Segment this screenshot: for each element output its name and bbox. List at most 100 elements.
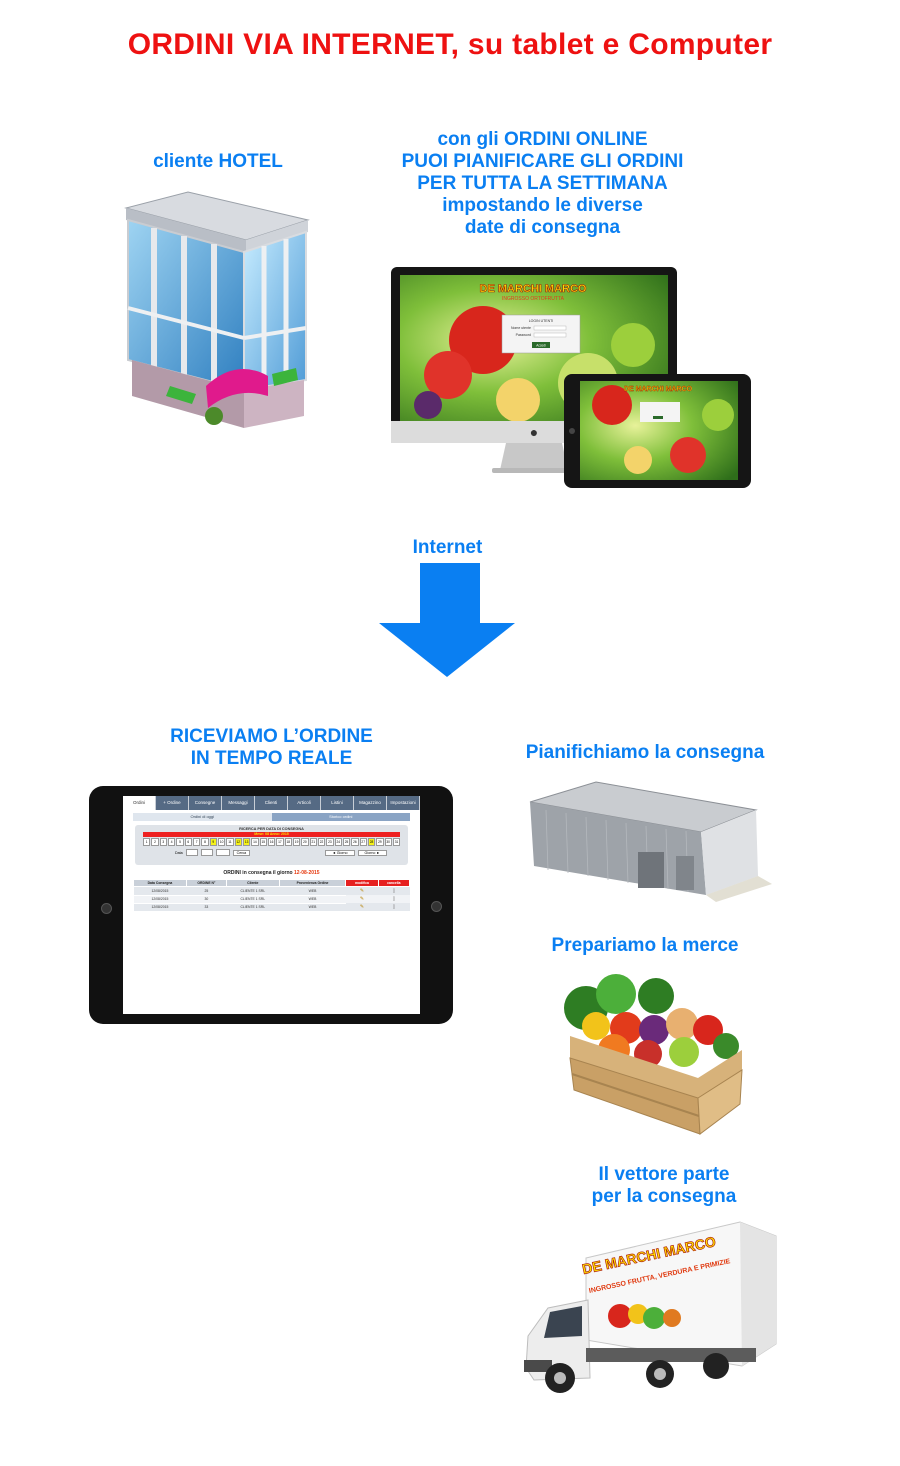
delivery-truck-image: DE MARCHI MARCO INGROSSO FRUTTA, VERDURA… [524, 1221, 777, 1393]
hotel-label: cliente HOTEL [153, 151, 283, 172]
app-tab-3[interactable]: Messaggi [222, 796, 255, 810]
app-subtab-bar: Ordini di oggi Storico ordini [133, 813, 410, 821]
day-cell[interactable]: 12 [234, 838, 242, 846]
date-label: Data [175, 850, 183, 855]
delete-trash-icon[interactable]: ▯ [392, 904, 396, 910]
table-cell: 30 [186, 895, 227, 904]
delete-trash-icon[interactable]: ▯ [392, 896, 396, 902]
page-title: ORDINI VIA INTERNET, su tablet e Compute… [127, 28, 773, 61]
carrier-text-line-1: Il vettore parte [598, 1164, 730, 1185]
column-header: ORDINE N° [185, 879, 227, 887]
day-cell[interactable]: 3 [159, 838, 167, 846]
day-cell[interactable]: 14 [251, 838, 259, 846]
day-cell[interactable]: 6 [184, 838, 192, 846]
day-cell[interactable]: 25 [342, 838, 351, 846]
day-cell[interactable]: 23 [326, 838, 334, 846]
receive-text-line-1: RICEVIAMO L’ORDINE [170, 726, 373, 747]
day-select[interactable] [185, 849, 198, 856]
app-tab-8[interactable]: Impostazioni [387, 796, 420, 810]
month-select[interactable] [200, 849, 213, 856]
edit-pencil-icon[interactable]: ✎ [359, 904, 365, 910]
table-cell: 25 [186, 886, 227, 896]
day-cell[interactable]: 17 [276, 838, 284, 846]
day-cell[interactable]: 20 [301, 838, 309, 846]
app-tab-5[interactable]: Articoli [288, 796, 321, 810]
prev-day-button[interactable]: ◄ Giorno [325, 849, 355, 856]
day-cell[interactable]: 7 [192, 838, 201, 846]
prepare-goods-label: Prepariamo la merce [551, 935, 739, 956]
day-cell[interactable]: 24 [334, 838, 342, 846]
day-cell[interactable]: 1 [143, 838, 151, 846]
internet-label: Internet [412, 537, 483, 558]
orders-heading-date: 12-08-2015 [293, 870, 320, 876]
edit-pencil-icon[interactable]: ✎ [359, 888, 365, 894]
next-day-button[interactable]: Giorno ► [357, 849, 387, 856]
day-cell[interactable]: 19 [292, 838, 301, 846]
day-cell[interactable]: 2 [151, 838, 159, 846]
day-cell[interactable]: 4 [167, 838, 176, 846]
tablet-camera-icon [101, 903, 112, 914]
search-panel: RICERCA PER DATA DI CONSEGNA Mese: 08 An… [135, 825, 408, 865]
app-tab-0[interactable]: Ordini [123, 796, 156, 810]
screen-brand: DE MARCHI MARCO [480, 283, 587, 295]
column-header: Cliente [225, 879, 280, 887]
column-header: Data Consegna [133, 879, 187, 887]
day-cell[interactable]: 13 [242, 838, 251, 846]
day-cell[interactable]: 30 [384, 838, 392, 846]
app-tab-4[interactable]: Clienti [255, 796, 288, 810]
tablet-screen-brand: DE MARCHI MARCO [624, 386, 693, 393]
day-cell[interactable]: 10 [217, 838, 226, 846]
online-text-line-1: con gli ORDINI ONLINE [437, 129, 648, 150]
table-cell: CLIENTE 1 SRL [226, 895, 280, 904]
day-cell[interactable]: 16 [267, 838, 276, 846]
edit-pencil-icon[interactable]: ✎ [359, 896, 365, 902]
online-text-line-2: PUOI PIANIFICARE GLI ORDINI [401, 151, 684, 172]
vegetable-crate-image [564, 974, 743, 1135]
table-cell: WEB [279, 886, 346, 896]
table-cell: 12/08/2015 [133, 903, 187, 912]
day-cell[interactable]: 11 [226, 838, 234, 846]
day-cell[interactable]: 22 [317, 838, 326, 846]
table-cell: 33 [186, 903, 227, 912]
subtab-history[interactable]: Storico ordini [271, 813, 410, 821]
day-cell[interactable]: 18 [284, 838, 292, 846]
apple-logo-icon: ● [530, 424, 538, 440]
down-arrow-icon [379, 563, 515, 677]
warehouse-image [529, 781, 772, 902]
app-tab-1[interactable]: + Ordine [156, 796, 189, 810]
day-cell[interactable]: 15 [259, 838, 267, 846]
day-cell[interactable]: 29 [376, 838, 384, 846]
year-select[interactable] [215, 849, 230, 856]
login-button: Accedi [536, 344, 546, 348]
table-cell: CLIENTE 1 SRL [226, 886, 280, 896]
subtab-today[interactable]: Ordini di oggi [133, 813, 272, 821]
search-title: RICERCA PER DATA DI CONSEGNA [239, 827, 304, 831]
table-cell: WEB [279, 895, 346, 904]
plan-delivery-label: Pianifichiamo la consegna [525, 742, 765, 763]
app-tab-2[interactable]: Consegne [189, 796, 222, 810]
search-button[interactable]: Cerca [232, 849, 251, 856]
day-cell[interactable]: 28 [367, 838, 376, 846]
day-cell[interactable]: 8 [201, 838, 209, 846]
day-cell[interactable]: 5 [176, 838, 184, 846]
online-orders-text: con gli ORDINI ONLINE PUOI PIANIFICARE G… [350, 129, 735, 239]
day-cell[interactable]: 27 [359, 838, 367, 846]
receive-text-line-2: IN TEMPO REALE [190, 748, 353, 769]
app-tab-7[interactable]: Magazzino [354, 796, 387, 810]
login-pass-label: Password [516, 333, 531, 337]
day-cell[interactable]: 9 [209, 838, 217, 846]
app-tab-6[interactable]: Listini [321, 796, 354, 810]
day-cell[interactable]: 31 [392, 838, 401, 846]
day-cell[interactable]: 26 [351, 838, 359, 846]
delete-trash-icon[interactable]: ▯ [392, 888, 396, 894]
day-cell[interactable]: 21 [309, 838, 317, 846]
carrier-text: Il vettore parte per la consegna [514, 1164, 814, 1208]
column-header: modifica [345, 879, 379, 887]
